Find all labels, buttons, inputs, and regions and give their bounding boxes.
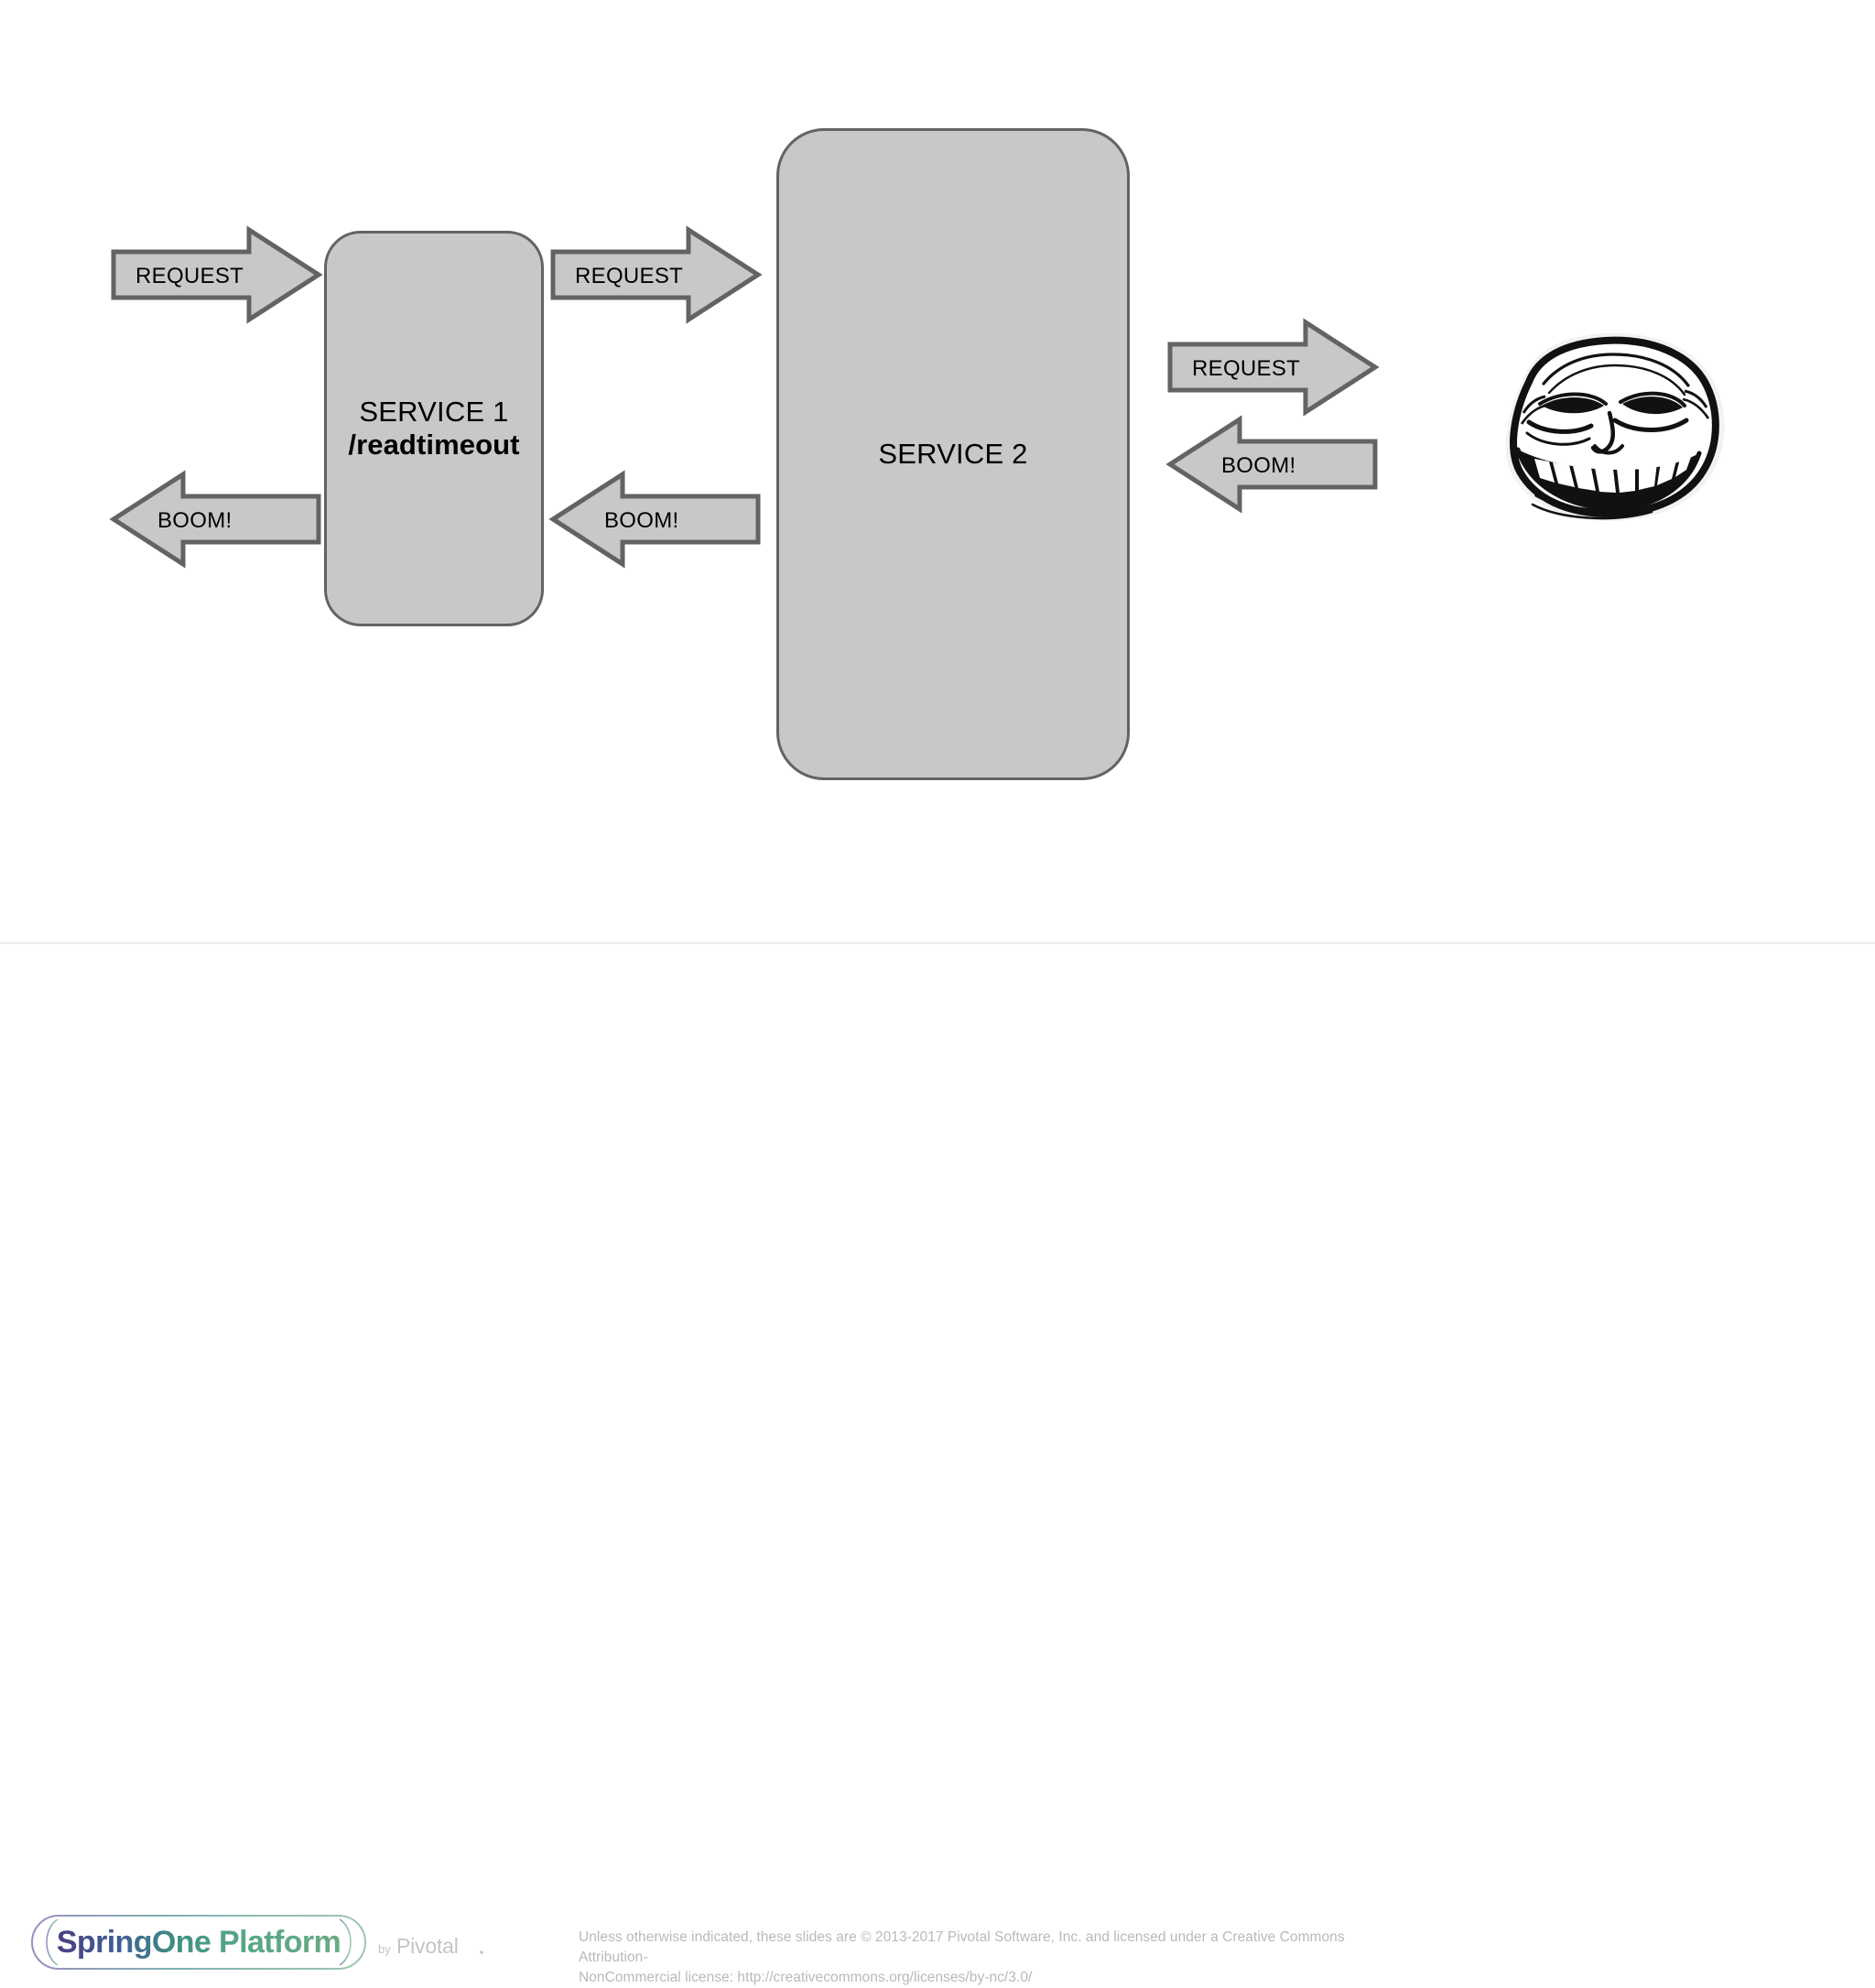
- slide-canvas: REQUEST SERVICE 1 /readtimeout REQUEST S…: [109, 128, 1738, 780]
- arrow-label-boom: BOOM!: [157, 508, 233, 533]
- copyright-line-1: Unless otherwise indicated, these slides…: [579, 1929, 1345, 1965]
- arrow-label-boom: BOOM!: [1221, 453, 1296, 478]
- svg-text:Pivotal: Pivotal: [396, 1934, 459, 1958]
- service-2-title: SERVICE 2: [878, 438, 1028, 471]
- footer: SpringOne Platform by Pivotal Unless oth…: [0, 944, 1875, 1985]
- trollface-icon: [1476, 325, 1738, 528]
- svg-text:SpringOne Platform: SpringOne Platform: [57, 1925, 341, 1960]
- arrow-label-request: REQUEST: [575, 264, 684, 288]
- service-1-title: SERVICE 1: [359, 396, 509, 429]
- footer-divider: [0, 942, 1875, 944]
- service-1-box[interactable]: SERVICE 1 /readtimeout: [324, 231, 544, 626]
- copyright-notice: Unless otherwise indicated, these slides…: [579, 1928, 1384, 1988]
- arrow-label-request: REQUEST: [135, 264, 244, 288]
- arrow-boom-service2-to-service1: BOOM!: [548, 470, 761, 569]
- arrow-boom-troll-to-service2: BOOM!: [1165, 415, 1378, 514]
- service-2-box[interactable]: SERVICE 2: [776, 128, 1130, 780]
- arrow-request-service1-to-service2: REQUEST: [550, 225, 763, 324]
- copyright-line-2: NonCommercial license: http://creativeco…: [579, 1970, 1033, 1985]
- arrow-request-client-to-service1: REQUEST: [111, 225, 323, 324]
- by-pivotal-logo: by Pivotal: [378, 1929, 488, 1961]
- service-1-subtitle: /readtimeout: [348, 429, 520, 461]
- svg-text:by: by: [378, 1942, 391, 1956]
- springone-platform-logo: SpringOne Platform: [30, 1914, 367, 1971]
- arrow-label-request: REQUEST: [1192, 356, 1301, 381]
- arrow-request-service2-to-troll: REQUEST: [1167, 318, 1380, 417]
- arrow-boom-service1-to-client: BOOM!: [109, 470, 321, 569]
- arrow-label-boom: BOOM!: [604, 508, 679, 533]
